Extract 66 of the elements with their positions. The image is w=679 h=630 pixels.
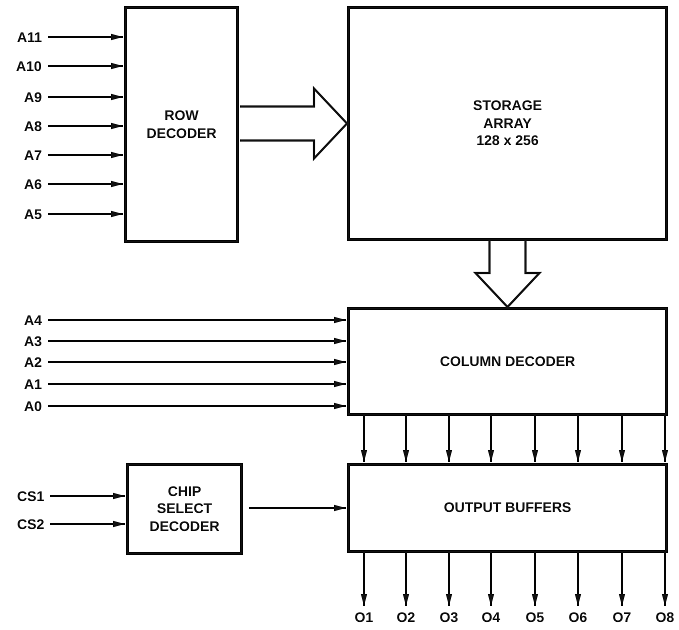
signal-arrow	[662, 416, 668, 462]
block-box	[124, 6, 239, 243]
signal-arrow	[402, 553, 410, 606]
signal-label: A11	[17, 29, 42, 45]
signal-label: A9	[24, 89, 42, 105]
signal-arrow	[446, 416, 452, 462]
block-title: COLUMN DECODER	[440, 352, 576, 370]
signal-label: A5	[24, 206, 42, 222]
signal-label: A4	[24, 312, 42, 328]
signal-label: O7	[612, 609, 632, 625]
signal-arrow	[48, 94, 123, 100]
signal-arrow	[48, 34, 123, 40]
signal-arrow	[360, 416, 368, 462]
signal-arrow	[48, 180, 123, 188]
signal-label: A1	[24, 376, 42, 392]
signal-label: A3	[24, 333, 42, 349]
signal-label: O3	[440, 609, 458, 625]
signal-arrow	[488, 553, 494, 606]
signal-arrow	[48, 62, 123, 70]
block-box	[347, 463, 668, 553]
block-title: ROW DECODER	[146, 107, 216, 142]
signal-arrow	[48, 402, 346, 410]
block-box	[126, 463, 243, 555]
block-box	[347, 307, 668, 416]
signal-label: A7	[24, 147, 42, 163]
signal-arrow	[662, 553, 668, 606]
signal-arrow	[48, 338, 346, 344]
signal-arrow	[48, 210, 123, 218]
signal-arrow	[249, 504, 346, 512]
signal-arrow	[48, 122, 123, 130]
block-arrow	[238, 86, 349, 162]
signal-label: O5	[526, 609, 544, 625]
signal-arrow	[50, 492, 125, 500]
signal-arrow	[48, 380, 346, 388]
signal-label: O8	[656, 609, 674, 625]
signal-label: A0	[24, 398, 42, 414]
signal-label: CS1	[17, 488, 44, 504]
signal-label: O1	[354, 609, 374, 625]
block-title: OUTPUT BUFFERS	[444, 499, 572, 517]
signal-label: O2	[396, 609, 416, 625]
signal-arrow	[618, 416, 626, 462]
signal-label: A10	[16, 58, 42, 74]
signal-arrow	[48, 152, 123, 158]
signal-arrow	[402, 416, 410, 462]
signal-arrow	[50, 520, 125, 528]
signal-arrow	[48, 358, 346, 366]
signal-label: A6	[24, 176, 42, 192]
block-title: CHIP SELECT DECODER	[148, 482, 220, 536]
signal-label: A2	[24, 354, 42, 370]
signal-arrow	[48, 316, 346, 324]
signal-arrow	[488, 416, 494, 462]
signal-label: O4	[482, 609, 500, 625]
signal-arrow	[532, 416, 538, 462]
signal-label: O6	[568, 609, 588, 625]
signal-arrow	[574, 553, 582, 606]
signal-label: CS2	[17, 516, 44, 532]
signal-arrow	[618, 553, 626, 606]
block-size: 128 x 256	[476, 132, 539, 150]
block-box	[347, 6, 668, 241]
signal-arrow	[532, 553, 538, 606]
block-arrow	[472, 238, 542, 309]
signal-arrow	[446, 553, 452, 606]
signal-arrow	[574, 416, 582, 462]
block-title: STORAGE ARRAY	[472, 97, 543, 132]
signal-arrow	[360, 553, 368, 606]
signal-label: A8	[24, 118, 42, 134]
